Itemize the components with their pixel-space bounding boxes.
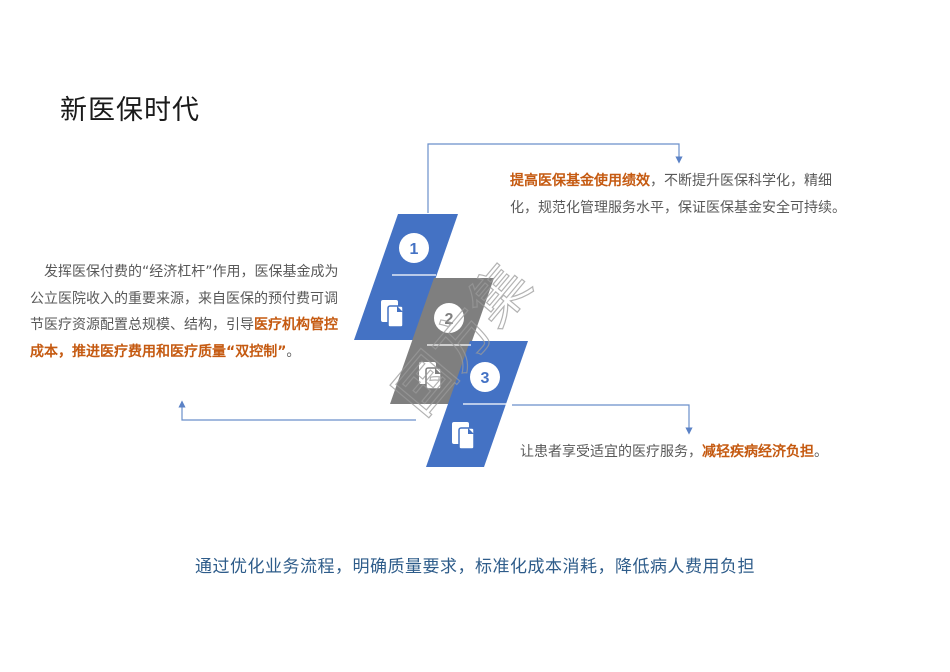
step-2-badge: 2 xyxy=(427,303,471,346)
bottom-text-highlight: 减轻疾病经济负担 xyxy=(702,444,814,460)
left-description: 发挥医保付费的“经济杠杆”作用，医保基金成为公立医院收入的重要来源，来自医保的预… xyxy=(30,259,340,365)
footer-summary: 通过优化业务流程，明确质量要求，标准化成本消耗，降低病人费用负担 xyxy=(195,557,755,577)
document-icon xyxy=(381,300,404,328)
step-3-badge: 3 xyxy=(463,362,507,405)
step-1-number: 1 xyxy=(410,241,419,258)
step-2-shape xyxy=(390,278,494,404)
bottom-text-tail: 。 xyxy=(814,444,828,460)
bottom-description: 让患者享受适宜的医疗服务，减轻疾病经济负担。 xyxy=(520,439,880,466)
connector-top xyxy=(427,143,683,213)
left-text-normal: 发挥医保付费的“经济杠杆”作用，医保基金成为公立医院收入的重要来源，来自医保的预… xyxy=(30,264,339,334)
left-text-highlight: 医疗机构管控成本，推进医疗费用和医疗质量“双控制” xyxy=(30,317,338,360)
top-text-normal: ，不断提升医保科学化，精细化，规范化管理服务水平，保证医保基金安全可持续。 xyxy=(510,173,846,216)
document-icon xyxy=(419,362,442,390)
step-1-shape xyxy=(354,214,458,340)
step-1-badge: 1 xyxy=(392,233,436,276)
step-2-number: 2 xyxy=(445,311,454,328)
step-3-number: 3 xyxy=(481,370,490,387)
connector-right xyxy=(512,404,693,435)
page-title: 新医保时代 xyxy=(60,95,200,126)
left-text-tail: 。 xyxy=(286,343,301,360)
bottom-text-normal: 让患者享受适宜的医疗服务， xyxy=(520,444,702,460)
top-text-highlight: 提高医保基金使用绩效 xyxy=(510,173,650,189)
top-description: 提高医保基金使用绩效，不断提升医保科学化，精细化，规范化管理服务水平，保证医保基… xyxy=(510,168,850,221)
connector-left xyxy=(178,400,416,421)
document-icon xyxy=(452,422,475,450)
